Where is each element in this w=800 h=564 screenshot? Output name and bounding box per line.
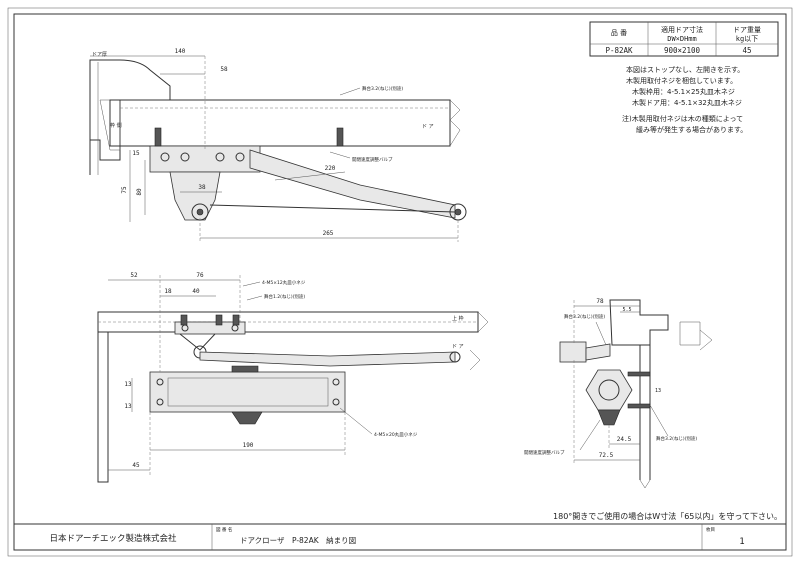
note-line: 木製用取付ネジを梱包しています。 bbox=[626, 76, 737, 85]
dim-label: 75 bbox=[121, 186, 128, 194]
dim-label: 78 bbox=[596, 298, 604, 305]
spec-door-size: 900×2100 bbox=[664, 46, 701, 55]
spec-subheader-kg: kg以下 bbox=[736, 35, 758, 43]
dim-label: 18 bbox=[164, 288, 172, 295]
dim-label: 58 bbox=[220, 66, 228, 73]
dim-label: 220 bbox=[325, 165, 336, 172]
note-line: 緩み等が発生する場合があります。 bbox=[636, 125, 747, 134]
spec-door-weight: 45 bbox=[742, 46, 751, 55]
label-speed-valve: 開閉速度調整バルブ bbox=[524, 449, 565, 456]
dim-label: 52 bbox=[130, 272, 138, 279]
label-top-frame: 上 枠 bbox=[452, 315, 464, 322]
dim-label: 40 bbox=[192, 288, 200, 295]
dim-label: 24.5 bbox=[617, 436, 632, 443]
label-top-screws: 4-M5×12丸皿小ネジ bbox=[262, 279, 306, 286]
dim-label: 72.5 bbox=[599, 452, 614, 459]
spec-header-door-weight: ドア重量 bbox=[733, 26, 761, 34]
dim-label: 80 bbox=[136, 188, 143, 196]
note-line: 本図はストップなし、左開きを示す。 bbox=[626, 65, 744, 74]
dim-label: 13 bbox=[124, 403, 132, 410]
dim-label: 15 bbox=[132, 150, 140, 157]
label-door: ド ア bbox=[452, 344, 464, 350]
notes-block: 本図はストップなし、左開きを示す。 木製用取付ネジを梱包しています。 木製枠用：… bbox=[622, 65, 747, 134]
dim-label: 76 bbox=[196, 272, 204, 279]
label-door: ド ア bbox=[422, 124, 434, 130]
label-frame-side: 枠 側 bbox=[110, 122, 122, 129]
dim-label: 13 bbox=[124, 381, 132, 388]
note-line: 木製枠用：4-5.1×25丸皿木ネジ bbox=[632, 87, 735, 96]
label-screw-note-top: 舞台3.2(ねじ)(別途) bbox=[564, 313, 605, 320]
spec-header-part: 品 番 bbox=[611, 29, 627, 37]
dim-label: 265 bbox=[323, 230, 334, 237]
spec-header-door-size: 適用ドア寸法 bbox=[661, 25, 703, 34]
footer-warning-note: 180°開きでご使用の場合はW寸法「65以内」を守って下さい。 bbox=[553, 511, 782, 521]
sheet-number: 1 bbox=[739, 537, 744, 547]
spec-table: 品 番 適用ドア寸法 ドア重量 DW×DHmm kg以下 P-82AK 900×… bbox=[589, 21, 779, 57]
label-speed-valve: 開閉速度調整バルブ bbox=[352, 156, 393, 163]
dim-label: 140 bbox=[175, 48, 186, 55]
dim-label: 13 bbox=[655, 388, 661, 394]
label-screw-note: 舞台3.2(ねじ)(別途) bbox=[362, 85, 403, 92]
dim-label: 5.5 bbox=[622, 307, 631, 313]
dim-label: 38 bbox=[198, 184, 206, 191]
note-line: 木製ドア用：4-5.1×32丸皿木ネジ bbox=[632, 98, 742, 107]
sheet-label: 枚目 bbox=[706, 526, 715, 533]
note-line: 注)木製用取付ネジは木の種類によって bbox=[622, 114, 743, 123]
label-screw-note-bottom: 舞台3.2(ねじ)(別途) bbox=[656, 435, 697, 442]
front-view-drawing: 52 76 18 40 190 45 13 13 4-M5×12丸皿小ネジ 舞台… bbox=[97, 272, 489, 483]
spec-subheader-dw-dh: DW×DHmm bbox=[667, 35, 697, 43]
sheet-outer-frame bbox=[7, 7, 793, 557]
title-block: 日本ドアーチエック製造株式会社 図 番 名 ドアクローザ P-82AK 納まり図… bbox=[13, 523, 787, 551]
dim-label: 45 bbox=[132, 462, 140, 469]
label-door-thickness: ドア厚 bbox=[92, 52, 107, 58]
company-name: 日本ドアーチエック製造株式会社 bbox=[50, 533, 177, 544]
drawing-name-label: 図 番 名 bbox=[216, 526, 232, 533]
dim-label: 190 bbox=[243, 442, 254, 449]
side-view-drawing: 78 5.5 24.5 72.5 13 舞台3.2(ねじ)(別途) 開閉速度調整… bbox=[524, 298, 713, 489]
drawing-title: ドアクローザ P-82AK 納まり図 bbox=[240, 535, 356, 545]
spec-part-number: P-82AK bbox=[605, 46, 633, 55]
label-screw-note: 舞台1.2(ねじ)(別途) bbox=[264, 293, 305, 300]
label-body-screws: 4-M5×20丸皿小ネジ bbox=[374, 431, 418, 438]
top-view-drawing: 140 58 220 80 75 38 15 265 ドア厚 ド ア 枠 側 開… bbox=[89, 48, 467, 242]
